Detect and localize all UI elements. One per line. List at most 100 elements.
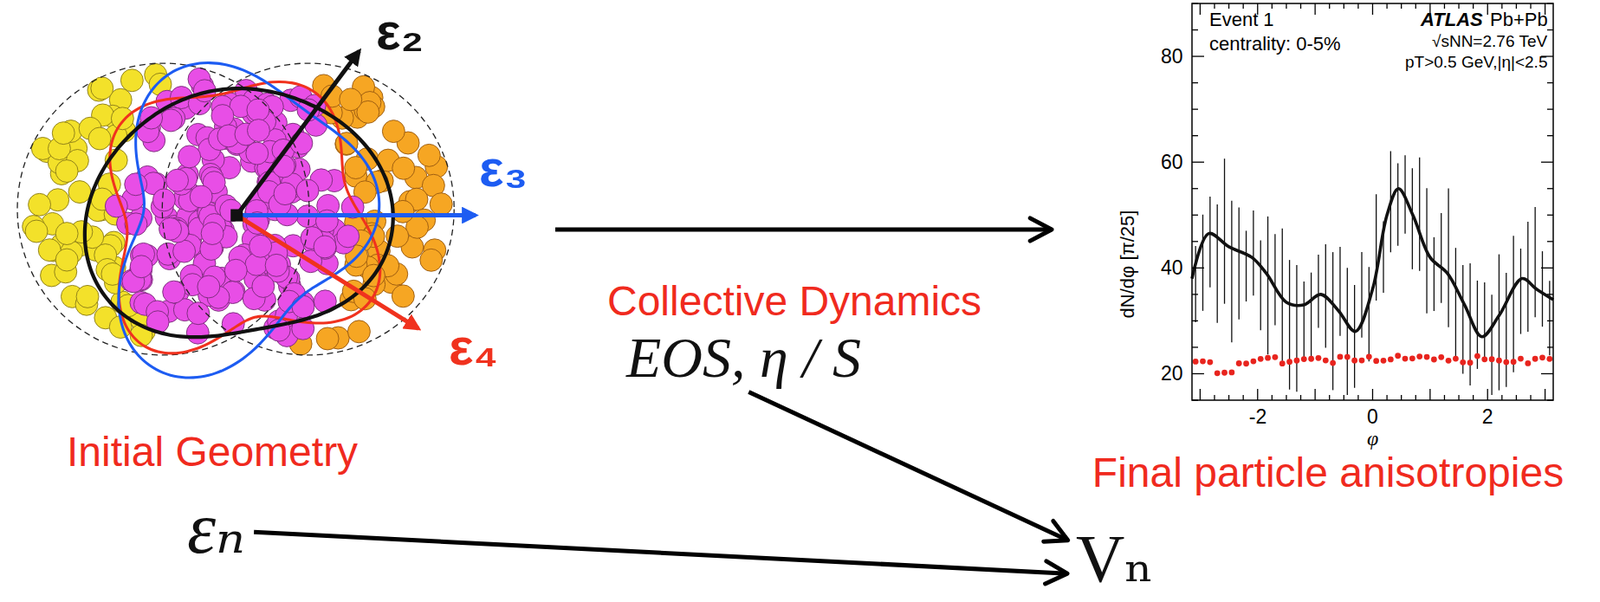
background-point — [1366, 353, 1373, 360]
stage-title: Collective Dynamics — [607, 280, 982, 323]
axis-tick — [1191, 161, 1205, 163]
error-bar — [1274, 233, 1276, 325]
background-point — [1359, 357, 1366, 364]
background-point — [1532, 356, 1539, 363]
participant-nucleon — [291, 295, 315, 318]
axis-tick — [1213, 395, 1215, 401]
axis-tick — [1328, 395, 1330, 401]
experiment-name: ATLAS — [1420, 10, 1484, 30]
error-bar — [1230, 200, 1232, 343]
background-point — [1409, 355, 1416, 362]
tick-label: -2 — [1249, 407, 1267, 428]
axis-tick — [1300, 3, 1302, 9]
axis-tick — [1529, 395, 1531, 401]
spectator-nucleon — [391, 200, 415, 223]
participant-nucleon — [166, 168, 189, 192]
spectator-nucleon — [420, 248, 443, 272]
background-point — [1329, 360, 1336, 367]
eccentricity-label: ε₄ — [448, 321, 499, 374]
axis-tick — [1191, 293, 1199, 295]
participant-nucleon — [246, 119, 270, 143]
error-bar — [1433, 237, 1435, 311]
axis-title: φ — [1366, 427, 1379, 449]
eccentricity-arrow — [236, 215, 419, 330]
eccentricity-arrow — [236, 213, 476, 218]
axis-tick — [1515, 3, 1517, 9]
background-point — [1489, 356, 1496, 363]
axis-tick — [1285, 3, 1287, 9]
participant-nucleon — [249, 234, 273, 258]
error-bar — [1535, 207, 1536, 318]
error-bar — [1418, 157, 1420, 272]
background-point — [1315, 355, 1322, 362]
axis-tick — [1372, 3, 1374, 15]
background-point — [1221, 369, 1228, 376]
background-point — [1402, 356, 1409, 363]
axis-tick — [1271, 395, 1273, 401]
axis-tick — [1191, 187, 1199, 189]
spectator-nucleon — [55, 160, 78, 183]
plot-annotation: pT>0.5 GeV,|η|<2.5 — [1405, 53, 1548, 71]
axis-tick — [1487, 388, 1489, 401]
participant-nucleon — [178, 145, 201, 169]
axis-tick — [1547, 187, 1554, 189]
background-point — [1496, 357, 1503, 364]
participant-nucleon — [220, 199, 243, 222]
background-point — [1474, 353, 1481, 360]
error-bar — [1217, 204, 1218, 324]
stage-title: Initial Geometry — [66, 431, 358, 473]
axis-tick — [1228, 3, 1230, 9]
background-point — [1236, 360, 1243, 367]
tick-label: 60 — [1160, 152, 1184, 173]
error-bar — [1527, 221, 1529, 332]
center-mark — [230, 208, 243, 221]
axis-tick — [1400, 395, 1402, 401]
axis-tick — [1547, 29, 1554, 31]
axis-tick — [1547, 346, 1554, 348]
background-point — [1214, 369, 1221, 376]
formula-symbol: Vₙ — [1075, 524, 1154, 593]
formula-node: εₙ — [185, 490, 249, 569]
error-bar — [1490, 294, 1492, 396]
background-point — [1228, 369, 1235, 376]
background-point — [1344, 354, 1351, 361]
axis-tick — [1547, 399, 1554, 401]
axis-tick — [1429, 388, 1431, 401]
event-plot — [1191, 3, 1554, 401]
error-bar — [1295, 265, 1297, 392]
error-bar — [1483, 282, 1485, 357]
background-point — [1416, 353, 1423, 360]
error-bar — [1224, 158, 1225, 305]
background-point — [1510, 358, 1517, 365]
axis-tick — [1285, 395, 1287, 401]
flow-arrow — [555, 227, 1052, 233]
axis-tick — [1243, 395, 1244, 401]
nucleus-outline — [17, 63, 310, 356]
plot-annotation: Pb+Pb — [1489, 10, 1549, 30]
background-point — [1257, 356, 1264, 363]
error-bar — [1245, 230, 1247, 302]
spectator-nucleon — [76, 285, 99, 308]
axis-tick — [1343, 3, 1345, 9]
spectator-nucleon — [51, 122, 75, 145]
axis-tick — [1547, 135, 1554, 137]
background-point — [1459, 359, 1466, 366]
background-point — [1424, 354, 1431, 361]
participant-nucleon — [246, 98, 270, 122]
participant-nucleon — [159, 109, 182, 132]
spectator-nucleon — [28, 193, 52, 216]
axis-tick — [1544, 388, 1546, 401]
error-bar — [1397, 163, 1399, 247]
error-bar — [1412, 168, 1413, 270]
error-bar — [1267, 216, 1269, 355]
axis-tick — [1191, 82, 1199, 84]
error-bar — [1289, 259, 1290, 390]
spectator-nucleon — [417, 143, 441, 167]
axis-tick — [1191, 320, 1199, 322]
tick-label: 80 — [1160, 46, 1184, 67]
axis-tick — [1547, 2, 1554, 4]
error-bar — [1440, 213, 1442, 304]
background-point — [1250, 358, 1257, 365]
